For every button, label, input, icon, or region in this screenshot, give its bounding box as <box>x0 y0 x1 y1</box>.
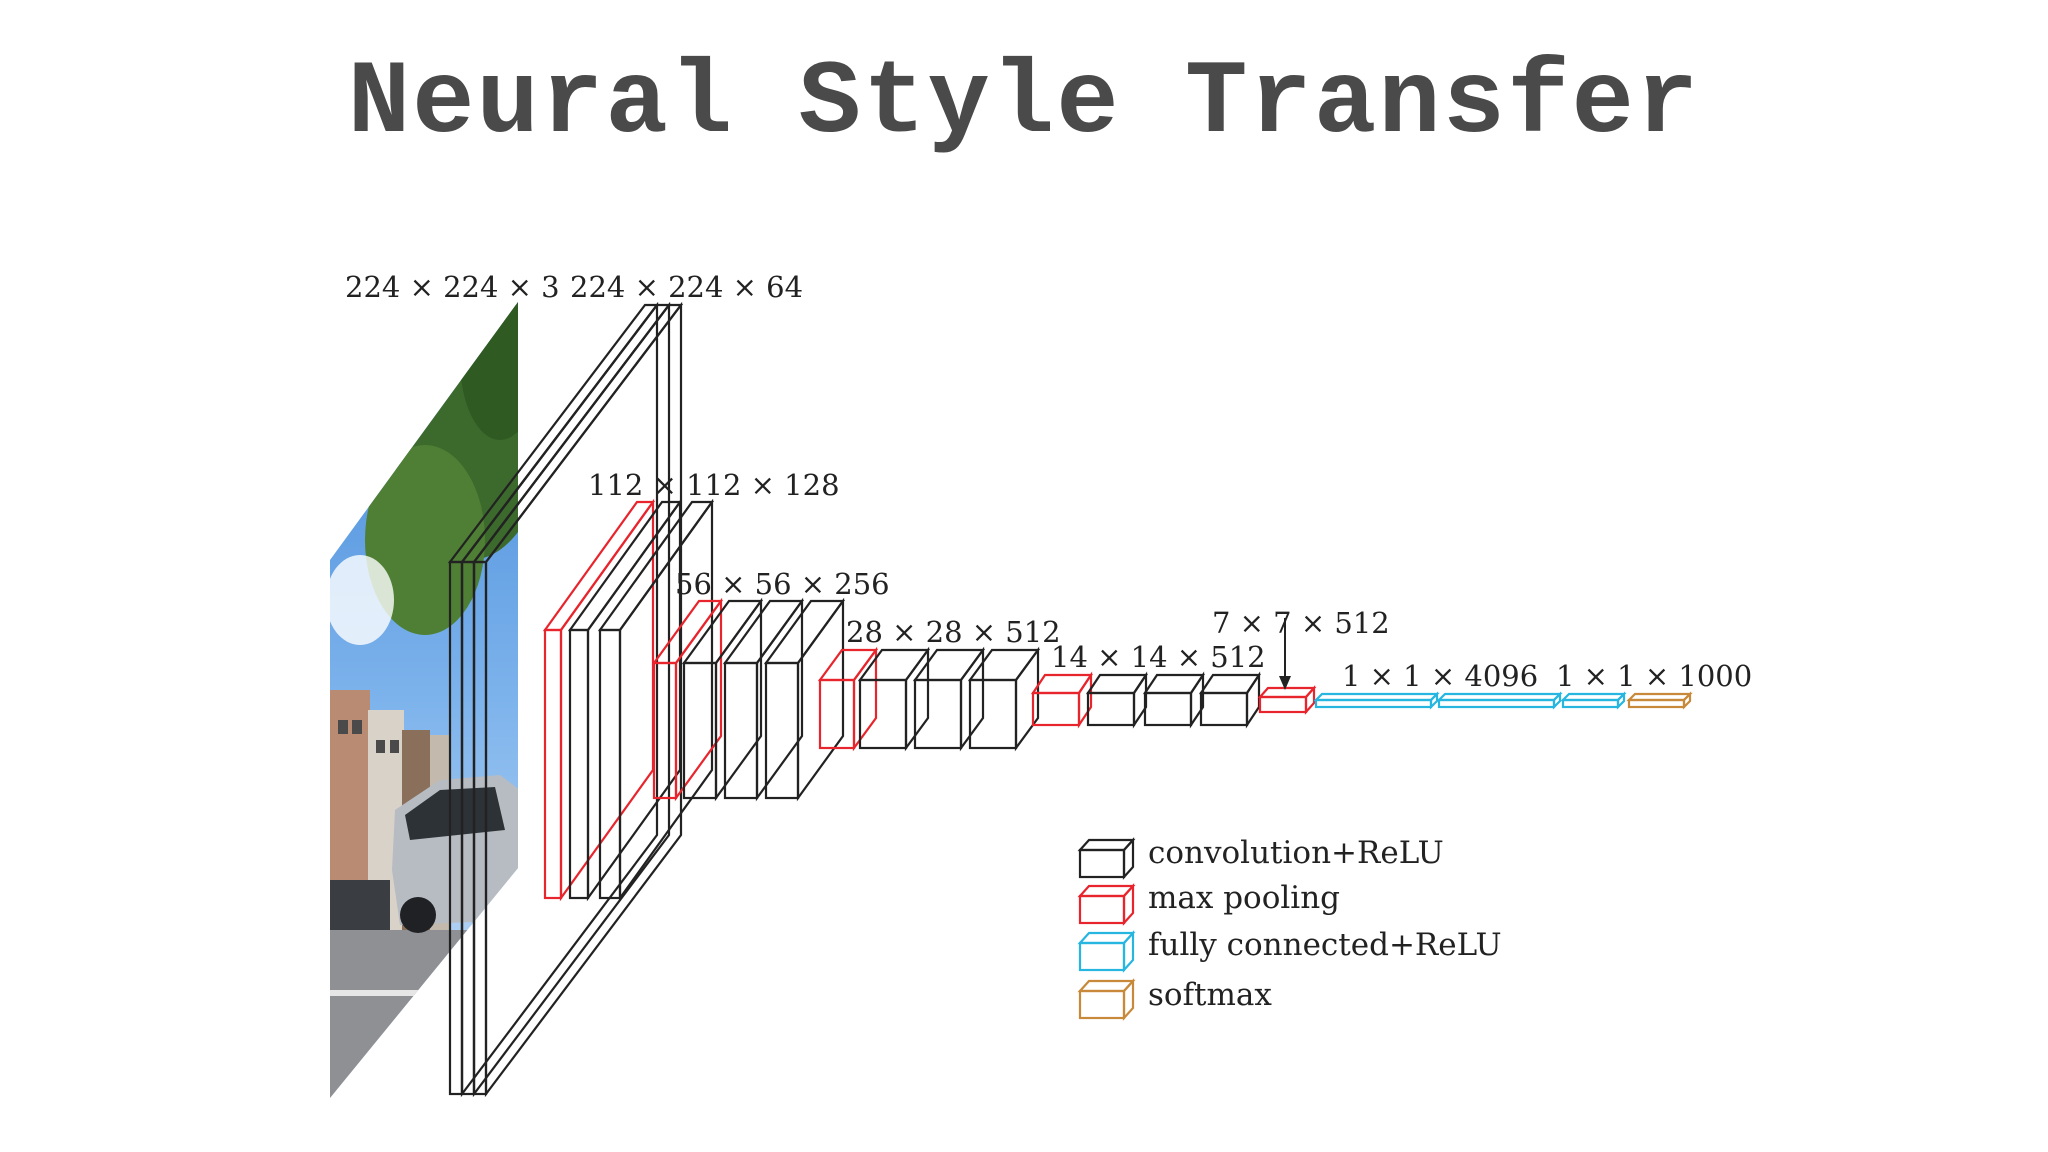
fc1-layer <box>1313 691 1440 710</box>
legend-fc-swatch <box>1077 930 1136 973</box>
conv4-dim-label: 28 × 28 × 512 <box>846 615 1061 649</box>
legend-softmax-label: softmax <box>1148 977 1272 1013</box>
legend-conv-label: convolution+ReLU <box>1148 835 1444 871</box>
fc-layers <box>1313 691 1627 710</box>
conv3-layer-2 <box>722 597 805 802</box>
input-image <box>330 302 518 1098</box>
conv2-dim-label: 112 × 112 × 128 <box>588 468 840 502</box>
block3 <box>651 597 846 802</box>
conv1-dim-label: 224 × 224 × 64 <box>570 270 803 304</box>
conv1-layer-3 <box>471 301 684 1098</box>
softmax-dim-label: 1 × 1 × 1000 <box>1556 659 1752 693</box>
conv3-dim-label: 56 × 56 × 256 <box>675 567 890 601</box>
legend-labels: convolution+ReLU max pooling fully conne… <box>1148 835 1502 1013</box>
conv5-layer-1 <box>1085 671 1149 729</box>
fc-dim-label: 1 × 1 × 4096 <box>1342 659 1538 693</box>
conv3-layer-1 <box>681 597 764 802</box>
legend-pool-label: max pooling <box>1148 880 1340 916</box>
legend-fc-label: fully connected+ReLU <box>1148 927 1502 963</box>
legend <box>1077 837 1136 1021</box>
input-dim-label: 224 × 224 × 3 <box>345 270 560 304</box>
pool5-layer <box>1257 685 1317 715</box>
softmax-layer <box>1626 691 1693 710</box>
conv4-layer-1 <box>857 646 931 752</box>
block2 <box>542 498 715 902</box>
conv3-layer-3 <box>763 597 846 802</box>
conv5-layer-3 <box>1198 671 1262 729</box>
conv5-layer-2 <box>1142 671 1206 729</box>
block5 <box>1030 671 1262 729</box>
pool5-arrow <box>1279 618 1291 690</box>
pool2-layer <box>651 597 724 802</box>
conv4-layer-2 <box>912 646 986 752</box>
slide-title: Neural Style Transfer <box>347 45 1701 163</box>
dimension-labels: 224 × 224 × 3 224 × 224 × 64 112 × 112 ×… <box>345 270 1752 693</box>
conv2-layer-2 <box>597 498 715 902</box>
legend-conv-swatch <box>1077 837 1136 880</box>
conv5-dim-label: 14 × 14 × 512 <box>1051 640 1266 674</box>
legend-softmax-swatch <box>1077 978 1136 1021</box>
conv1-block <box>447 301 684 1098</box>
fc2-layer <box>1436 691 1563 710</box>
pool4-layer <box>1030 671 1094 729</box>
block4 <box>817 646 1041 752</box>
conv4-layer-3 <box>967 646 1041 752</box>
pool5-dim-label: 7 × 7 × 512 <box>1212 606 1390 640</box>
legend-pool-swatch <box>1077 883 1136 926</box>
pool3-layer <box>817 646 879 752</box>
fc3-layer <box>1560 691 1627 710</box>
conv2-layer-1 <box>567 498 683 902</box>
